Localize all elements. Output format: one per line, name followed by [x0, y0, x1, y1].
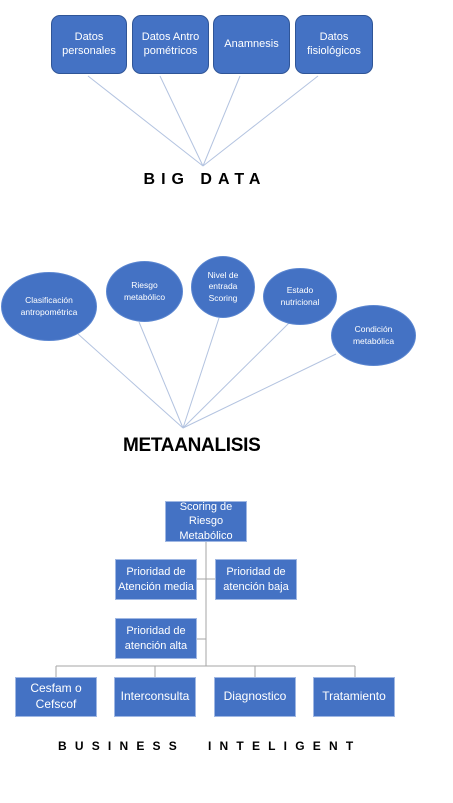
- connector-meta-1: [77, 333, 184, 429]
- box-prioridad-alta: Prioridad de atención alta: [115, 618, 197, 659]
- connector-meta-5: [182, 353, 337, 429]
- ellipse-estado-nutricional: Estado nutricional: [263, 268, 337, 325]
- box-prioridad-baja: Prioridad de atención baja: [215, 559, 297, 600]
- connector-meta-3: [182, 317, 220, 429]
- box-interconsulta-label: Interconsulta: [120, 689, 190, 704]
- box-datos-personales-label: Datos personales: [62, 30, 116, 57]
- ellipse-clasificacion-label: Clasificación antropométrica: [20, 295, 78, 317]
- connector-meta-2: [138, 321, 184, 429]
- box-datos-fisiologicos-label: Datos fisiológicos: [307, 30, 361, 57]
- metaanalisis-title: METAANALISIS: [123, 435, 261, 456]
- box-scoring-label: Scoring de Riesgo Metabólico: [179, 501, 233, 542]
- box-datos-antropometricos-label: Datos Antropométricos: [141, 30, 200, 57]
- box-datos-personales: Datos personales: [51, 15, 127, 74]
- box-scoring-riesgo-metabolico: Scoring de Riesgo Metabólico: [165, 501, 247, 542]
- box-prioridad-alta-label: Prioridad de atención alta: [124, 625, 188, 652]
- connector-big-3: [202, 75, 241, 167]
- connector-big-1: [87, 75, 204, 167]
- ellipse-riesgo-label: Riesgo metabólico: [123, 280, 166, 302]
- box-prioridad-media-label: Prioridad de Atención media: [118, 566, 194, 593]
- box-cesfam-label: Cesfam o Cefscof: [30, 681, 82, 711]
- box-diagnostico: Diagnostico: [214, 677, 296, 717]
- box-anamnesis: Anamnesis: [213, 15, 290, 74]
- box-anamnesis-label: Anamnesis: [224, 37, 279, 50]
- connector-meta-4: [182, 322, 290, 429]
- ellipse-riesgo-metabolico: Riesgo metabólico: [106, 261, 183, 322]
- box-prioridad-baja-label: Prioridad de atención baja: [223, 566, 289, 593]
- box-datos-fisiologicos: Datos fisiológicos: [295, 15, 373, 74]
- business-inteligent-title: BUSINESS INTELIGENT: [58, 739, 362, 753]
- ellipse-condicion-label: Condición metabólica: [352, 324, 395, 346]
- ellipse-nivel-label: Nivel de entrada Scoring: [207, 269, 239, 303]
- box-tratamiento-label: Tratamiento: [322, 689, 386, 704]
- box-diagnostico-label: Diagnostico: [223, 689, 287, 704]
- ellipse-condicion-metabolica: Condición metabólica: [331, 305, 416, 366]
- box-datos-antropometricos: Datos Antropométricos: [132, 15, 209, 74]
- ellipse-clasificacion-antropometrica: Clasificación antropométrica: [1, 272, 97, 341]
- box-tratamiento: Tratamiento: [313, 677, 395, 717]
- ellipse-estado-label: Estado nutricional: [280, 285, 320, 307]
- box-cesfam: Cesfam o Cefscof: [15, 677, 97, 717]
- box-prioridad-media: Prioridad de Atención media: [115, 559, 197, 600]
- connector-big-2: [159, 75, 204, 167]
- box-interconsulta: Interconsulta: [114, 677, 196, 717]
- ellipse-nivel-entrada-scoring: Nivel de entrada Scoring: [191, 256, 255, 318]
- connector-big-4: [202, 75, 319, 167]
- big-data-title: BIG DATA: [143, 171, 267, 188]
